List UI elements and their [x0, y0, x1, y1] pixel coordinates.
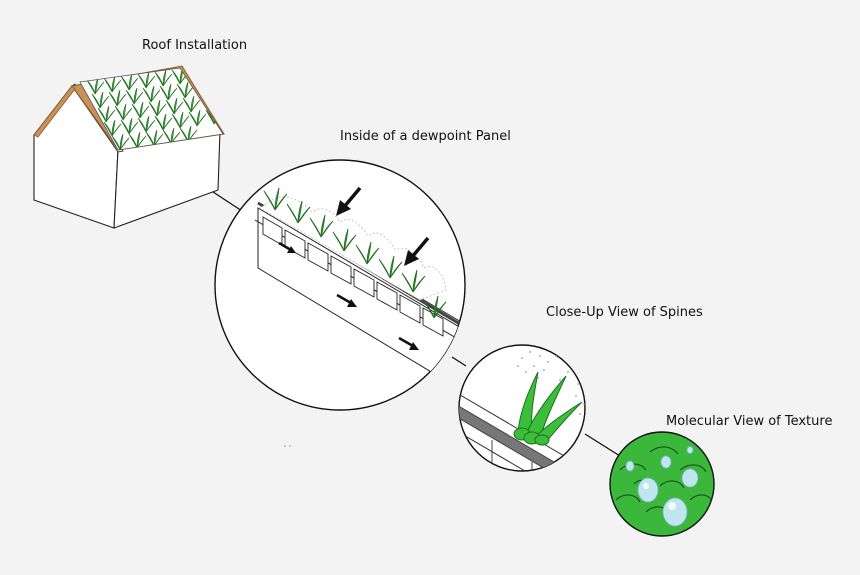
droplet-icon [625, 446, 699, 527]
roof-installation-label: Roof Installation [142, 38, 248, 53]
molecular-label: Molecular View of Texture [666, 414, 833, 429]
panel-label: Inside of a dewpoint Panel [340, 129, 511, 144]
spines-circle [458, 344, 586, 472]
house-illustration [33, 65, 225, 229]
arrow-down-icon [336, 186, 430, 266]
spines-label: Close-Up View of Spines [546, 305, 703, 320]
arrow-right-icon [278, 241, 419, 350]
spine-plant [513, 371, 583, 446]
panel-circle [214, 159, 466, 411]
molecular-circle [609, 431, 715, 537]
panel-cells [262, 216, 444, 337]
